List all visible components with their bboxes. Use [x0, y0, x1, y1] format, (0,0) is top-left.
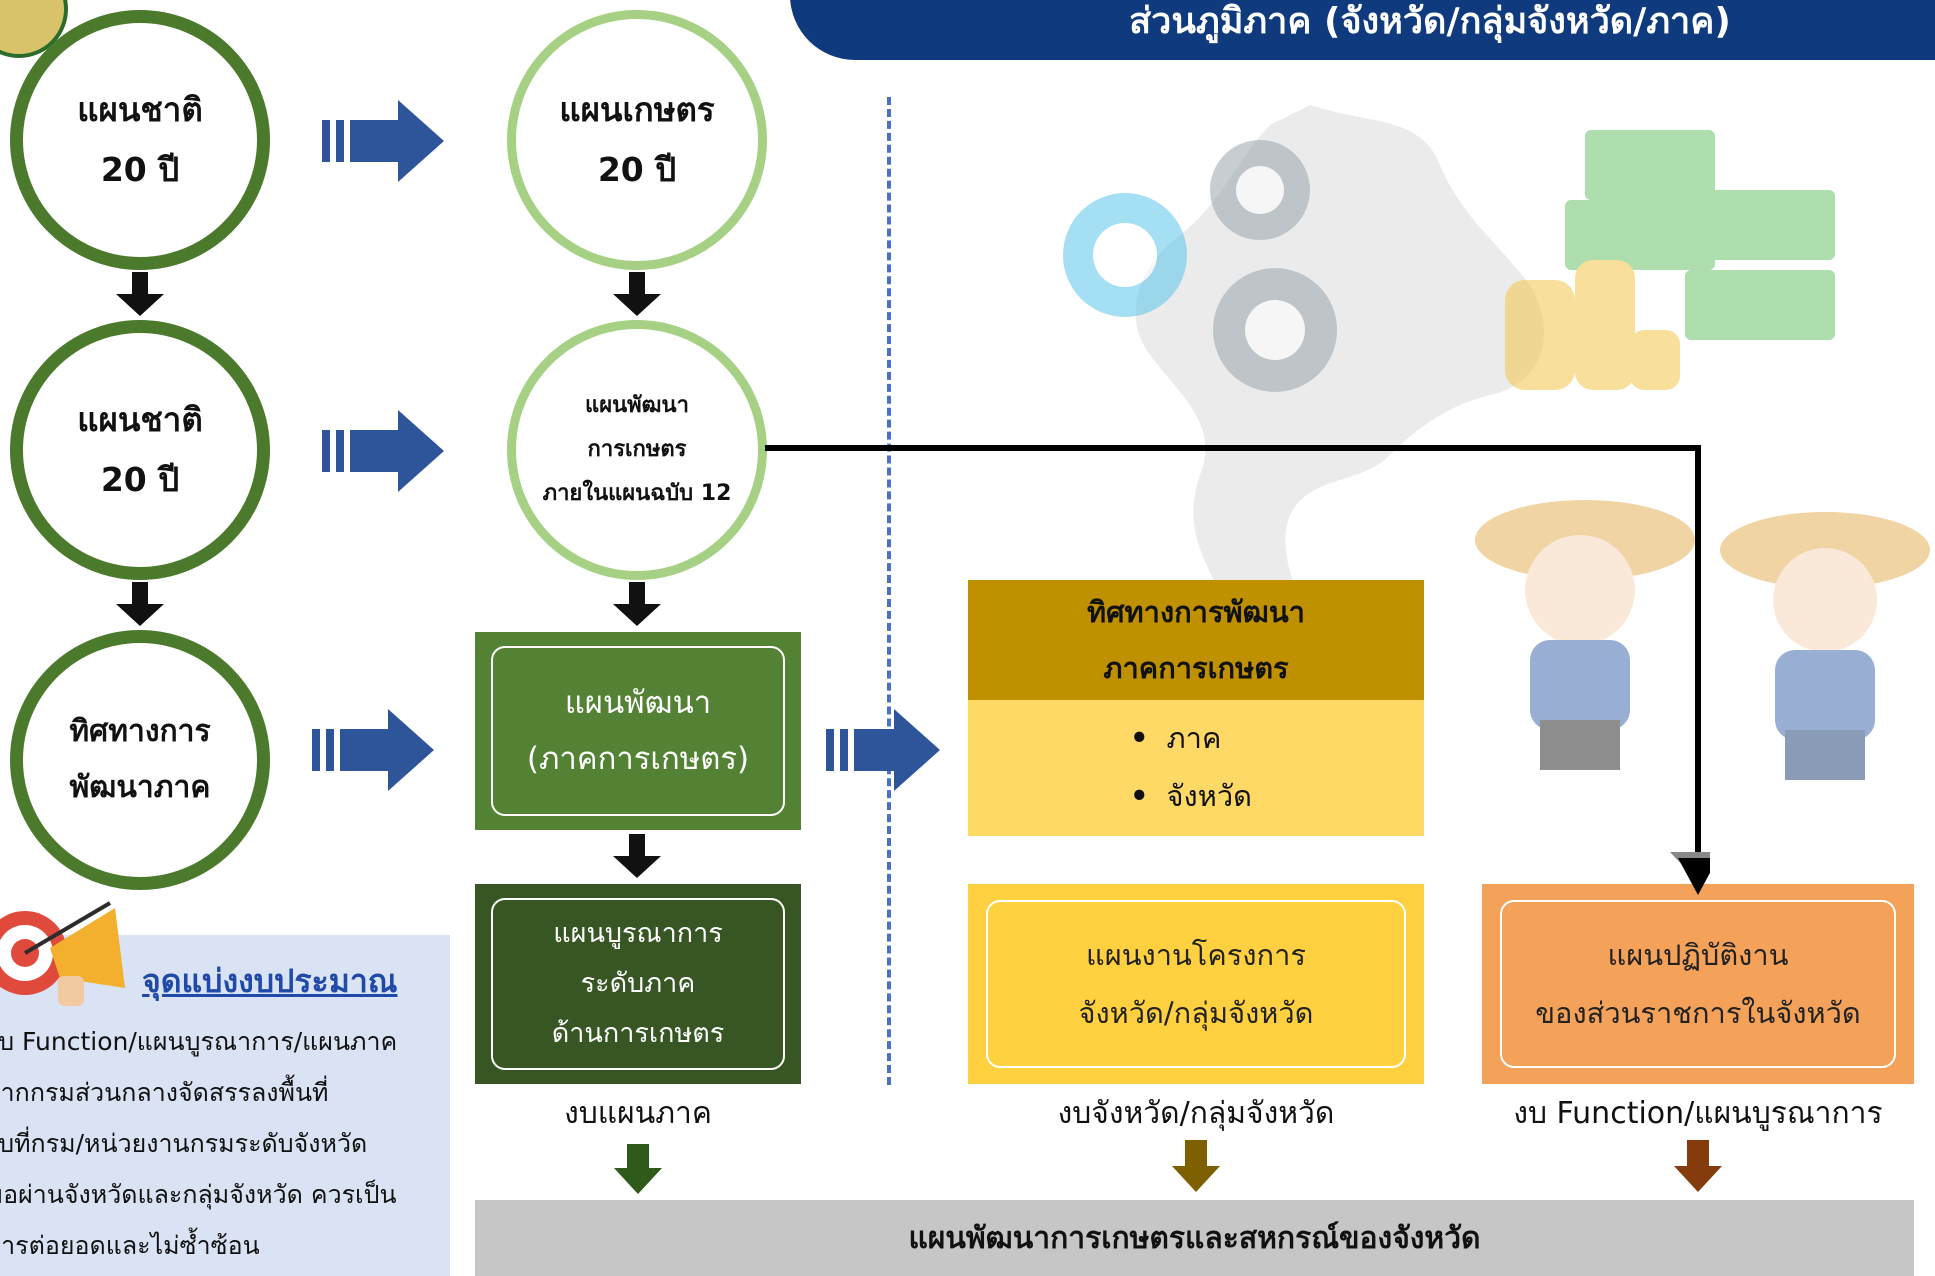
circle-label: แผนเกษตร: [559, 90, 715, 129]
circle-label: พัฒนาภาค: [69, 770, 211, 805]
box-operation-plan: แผนปฏิบัติงาน ของส่วนราชการในจังหวัด: [1482, 884, 1914, 1084]
caption-regional-budget: งบแผนภาค: [564, 1096, 712, 1131]
circle-label: แผนพัฒนา: [585, 393, 689, 418]
box-agriculture-direction: ทิศทางการพัฒนา ภาคการเกษตร • ภาค • จังหวัด: [968, 580, 1424, 836]
box-label: แผนพัฒนา: [564, 685, 712, 721]
connector-line: [765, 445, 1710, 895]
box-label: ด้านการเกษตร: [551, 1018, 725, 1049]
box-integrated-plan: แผนบูรณาการ ระดับภาค ด้านการเกษตร: [475, 884, 801, 1084]
farmer-girl-illustration: [1475, 500, 1695, 770]
circle-label: 20 ปี: [597, 150, 677, 189]
box-label: ระดับภาค: [580, 968, 696, 999]
circle-national-plan-2: แผนชาติ 20 ปี: [10, 320, 270, 580]
bullet-item: • ภาค: [1130, 710, 1221, 766]
circle-label: 20 ปี: [100, 460, 180, 499]
circle-agriculture-development-plan: แผนพัฒนา การเกษตร ภายในแผนฉบับ 12: [507, 320, 767, 580]
budget-line: การต่อยอดและไม่ซ้ำซ้อน: [0, 1231, 260, 1260]
box-label: (ภาคการเกษตร): [526, 741, 750, 777]
circle-label: การเกษตร: [587, 437, 687, 462]
circle-label: ทิศทางการ: [69, 714, 211, 749]
farmer-boy-illustration: [1720, 512, 1930, 780]
caption-function-budget: งบ Function/แผนบูรณาการ: [1513, 1096, 1883, 1131]
box-label: แผนงานโครงการ: [1086, 938, 1306, 972]
direction-header-label: ภาคการเกษตร: [1103, 651, 1289, 685]
budget-line: งบ Function/แผนบูรณาการ/แผนภาค: [0, 1027, 398, 1056]
circle-regional-direction: ทิศทางการ พัฒนาภาค: [10, 630, 270, 890]
budget-line: งบที่กรม/หน่วยงานกรมระดับจังหวัด: [0, 1129, 368, 1158]
box-label: แผนปฏิบัติงาน: [1607, 938, 1789, 972]
box-province-project-plan: แผนงานโครงการ จังหวัด/กลุ่มจังหวัด: [968, 884, 1424, 1084]
bullet-dot: •: [1130, 721, 1149, 755]
dashed-divider: [887, 97, 891, 1085]
circle-label: แผนชาติ: [77, 90, 203, 129]
box-label: แผนบูรณาการ: [553, 918, 723, 949]
budget-panel-title: จุดแบ่งงบประมาณ: [142, 962, 398, 1000]
caption-province-budget: งบจังหวัด/กลุ่มจังหวัด: [1057, 1096, 1335, 1131]
gears-illustration: [1063, 140, 1337, 392]
direction-header: ทิศทางการพัฒนา ภาคการเกษตร: [968, 580, 1424, 700]
circle-label: แผนชาติ: [77, 400, 203, 439]
money-illustration: [1505, 130, 1835, 390]
bullet-item: • จังหวัด: [1130, 768, 1252, 824]
bullet-dot: •: [1130, 779, 1149, 813]
circle-label: 20 ปี: [100, 150, 180, 189]
circle-agriculture-plan: แผนเกษตร 20 ปี: [507, 10, 767, 270]
header-banner: [790, 0, 1935, 60]
budget-line: ขอผ่านจังหวัดและกลุ่มจังหวัด ควรเป็น: [0, 1180, 397, 1209]
bullet-label: จังหวัด: [1166, 779, 1252, 813]
circle-label: ภายในแผนฉบับ 12: [542, 481, 732, 506]
page-title: ส่วนภูมิภาค (จังหวัด/กลุ่มจังหวัด/ภาค): [1129, 1, 1731, 42]
footer-bar-label: แผนพัฒนาการเกษตรและสหกรณ์ของจังหวัด: [908, 1220, 1481, 1256]
direction-body: • ภาค • จังหวัด: [968, 700, 1424, 836]
budget-line: จากกรมส่วนกลางจัดสรรลงพื้นที่: [0, 1078, 329, 1107]
budget-panel-text: งบ Function/แผนบูรณาการ/แผนภาค จากกรมส่ว…: [0, 1016, 446, 1271]
target-megaphone-icon: [0, 901, 125, 1006]
box-development-plan: แผนพัฒนา (ภาคการเกษตร): [475, 632, 801, 830]
direction-header-label: ทิศทางการพัฒนา: [1087, 595, 1305, 629]
box-label: จังหวัด/กลุ่มจังหวัด: [1078, 996, 1314, 1030]
bullet-label: ภาค: [1166, 721, 1222, 755]
footer-bar: แผนพัฒนาการเกษตรและสหกรณ์ของจังหวัด: [475, 1200, 1914, 1276]
circle-national-plan-1: แผนชาติ 20 ปี: [10, 10, 270, 270]
box-label: ของส่วนราชการในจังหวัด: [1535, 996, 1861, 1030]
